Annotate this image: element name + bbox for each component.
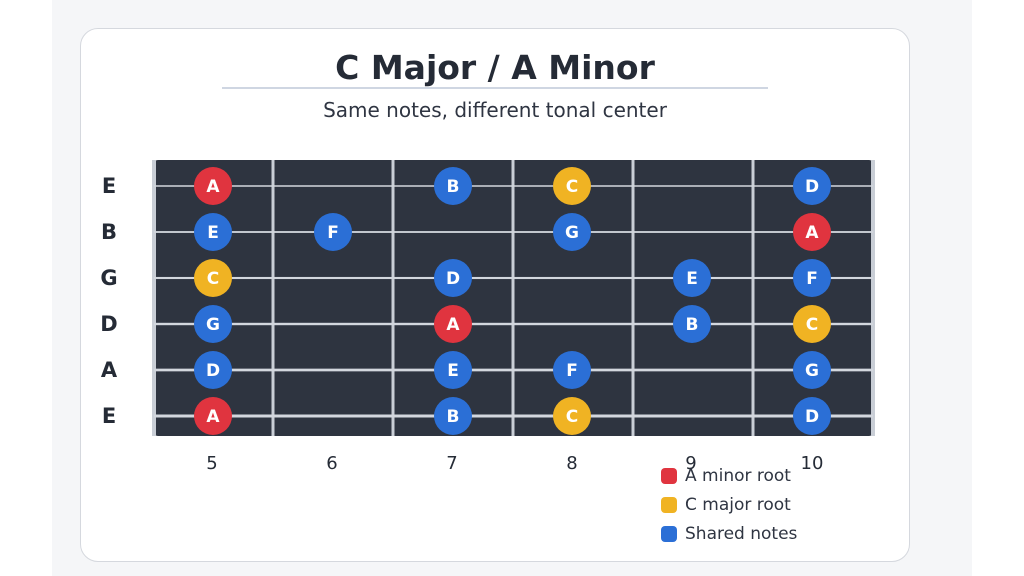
fret-wire [631, 160, 635, 436]
note-label: D [805, 177, 819, 197]
note-marker [553, 397, 591, 435]
note-label: A [206, 407, 220, 427]
string-label-low-e: E [101, 404, 117, 428]
legend-label: A minor root [685, 465, 791, 486]
fret-number-6: 6 [326, 453, 338, 474]
note-marker [194, 397, 232, 435]
fret-wire [271, 160, 275, 436]
note-label: E [207, 223, 219, 243]
legend-label: C major root [685, 494, 791, 515]
note-marker [434, 351, 472, 389]
note-label: B [686, 315, 699, 335]
legend-item-a-minor-root: A minor root [661, 461, 797, 490]
string-line [154, 185, 873, 187]
fret-number-8: 8 [566, 453, 578, 474]
string-line [154, 414, 873, 418]
fret-number-9: 9 [685, 453, 697, 474]
string-line [154, 276, 873, 280]
note-marker [793, 259, 831, 297]
note-label: A [805, 223, 819, 243]
legend-item-c-major-root: C major root [661, 490, 797, 519]
note-marker [194, 259, 232, 297]
note-label: D [805, 407, 819, 427]
string-line [154, 368, 873, 372]
note-marker [793, 305, 831, 343]
fret-wire [751, 160, 755, 436]
string-line [154, 322, 873, 326]
note-marker [673, 305, 711, 343]
string-label-b: B [100, 220, 117, 244]
note-label: F [566, 361, 578, 381]
note-marker [793, 351, 831, 389]
note-marker [434, 305, 472, 343]
note-label: C [566, 177, 578, 197]
fret-number-7: 7 [446, 453, 458, 474]
fret-wire [391, 160, 395, 436]
note-label: C [806, 315, 818, 335]
page-title: C Major / A Minor [335, 48, 655, 87]
legend-swatch-yellow [661, 496, 677, 513]
note-marker [673, 259, 711, 297]
note-marker [194, 167, 232, 205]
title-underline [222, 87, 768, 89]
legend-swatch-red [661, 467, 677, 484]
note-marker [793, 397, 831, 435]
note-label: F [806, 269, 818, 289]
note-marker [194, 213, 232, 251]
note-label: A [446, 315, 460, 335]
note-marker [194, 351, 232, 389]
string-label-d: D [100, 312, 118, 336]
legend-item-shared-notes: Shared notes [661, 519, 797, 548]
fret-number-5: 5 [206, 453, 218, 474]
note-marker [793, 167, 831, 205]
note-marker [434, 167, 472, 205]
fret-number-10: 10 [800, 453, 824, 474]
string-label-a: A [100, 358, 118, 382]
note-label: D [206, 361, 220, 381]
note-label: B [447, 407, 460, 427]
string-label-g: G [100, 266, 118, 290]
note-label: E [686, 269, 698, 289]
note-marker [553, 167, 591, 205]
note-label: F [327, 223, 339, 243]
note-label: C [566, 407, 578, 427]
note-marker [194, 305, 232, 343]
note-label: C [207, 269, 219, 289]
string-label-high-e: E [101, 174, 117, 198]
note-marker [553, 351, 591, 389]
note-marker [793, 213, 831, 251]
note-label: G [805, 361, 819, 381]
note-label: E [447, 361, 459, 381]
legend-swatch-blue [661, 525, 677, 542]
fret-wire [152, 160, 156, 436]
legend: A minor root C major root Shared notes [661, 461, 797, 548]
note-label: B [447, 177, 460, 197]
note-marker [553, 213, 591, 251]
string-line [154, 231, 873, 233]
legend-label: Shared notes [685, 523, 798, 544]
note-marker [314, 213, 352, 251]
note-label: D [446, 269, 460, 289]
note-marker [434, 397, 472, 435]
note-label: A [206, 177, 220, 197]
note-label: G [206, 315, 220, 335]
note-label: G [565, 223, 579, 243]
note-marker [434, 259, 472, 297]
fret-wire [871, 160, 875, 436]
fret-wire [511, 160, 515, 436]
page-subtitle: Same notes, different tonal center [323, 98, 667, 122]
